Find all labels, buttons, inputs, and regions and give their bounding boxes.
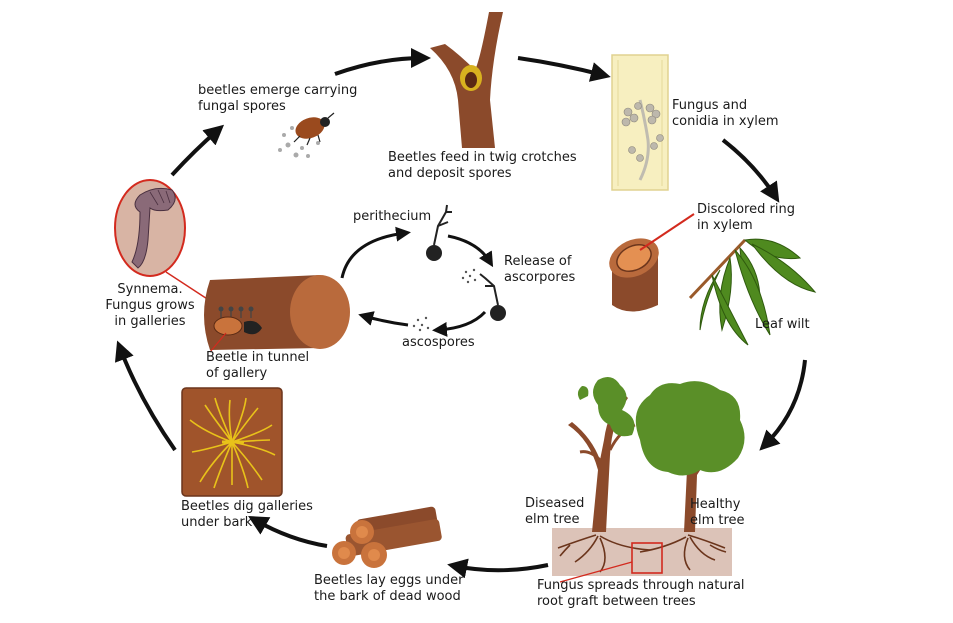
arrow-log-to-perithecium — [340, 226, 411, 279]
xylem-illustration — [611, 54, 669, 191]
label-feed-line-2: and deposit spores — [388, 166, 512, 181]
synnema-illustration — [114, 179, 219, 307]
label-spread-line-1: Fungus spreads through natural — [537, 578, 745, 593]
arrow-perithecium-to-release — [447, 234, 494, 268]
label-synnema: Synnema. Fungus grows in galleries — [96, 282, 204, 330]
bark-galleries-illustration — [181, 387, 283, 497]
label-perithecium-text: perithecium — [353, 209, 432, 224]
label-healthy-line-2: elm tree — [690, 513, 745, 528]
label-release-line-1: Release of — [504, 254, 572, 269]
label-ring-line-1: Discolored ring — [697, 202, 795, 217]
label-healthy: Healthy elm tree — [690, 497, 745, 529]
label-galleries: Beetles dig galleries under bark — [181, 499, 313, 531]
arrow-feed-to-xylem — [517, 56, 611, 82]
healthy-tree — [635, 381, 745, 532]
label-ascospores-text: ascospores — [402, 335, 475, 350]
label-synnema-line-1: Synnema. — [117, 282, 183, 297]
inner-cycle-arrows — [340, 226, 494, 337]
label-synnema-line-3: in galleries — [114, 314, 186, 329]
emerging-beetle-illustration — [278, 112, 335, 158]
label-eggs-line-2: the bark of dead wood — [314, 589, 461, 604]
label-emerge: beetles emerge carrying fungal spores — [198, 83, 357, 115]
label-eggs-line-1: Beetles lay eggs under — [314, 573, 464, 588]
label-wilt: Leaf wilt — [755, 317, 810, 333]
arrow-emerge-to-feed — [334, 48, 431, 76]
ring-pointer-line — [639, 213, 695, 251]
root-graft-highlight — [631, 542, 663, 574]
beetle-in-tunnel — [213, 316, 243, 336]
label-diseased-line-2: elm tree — [525, 512, 580, 527]
label-tunnel: Beetle in tunnel of gallery — [206, 350, 309, 382]
label-spread-line-2: root graft between trees — [537, 594, 696, 609]
label-ring: Discolored ring in xylem — [697, 202, 795, 234]
label-galleries-line-1: Beetles dig galleries — [181, 499, 313, 514]
log-with-tunnel-illustration — [204, 275, 350, 353]
label-synnema-line-2: Fungus grows — [105, 298, 195, 313]
arrow-galleries-to-synnema — [114, 340, 177, 452]
label-ascospores: ascospores — [402, 335, 475, 351]
label-release: Release of ascorpores — [504, 254, 575, 286]
label-diseased: Diseased elm tree — [525, 496, 584, 528]
label-feed: Beetles feed in twig crotches and deposi… — [388, 150, 577, 182]
label-spread: Fungus spreads through natural root graf… — [537, 578, 745, 610]
arrow-synnema-to-emerge — [170, 124, 225, 177]
label-healthy-line-1: Healthy — [690, 497, 741, 512]
label-feed-line-1: Beetles feed in twig crotches — [388, 150, 577, 165]
label-xylem: Fungus and conidia in xylem — [672, 98, 779, 130]
label-xylem-line-2: conidia in xylem — [672, 114, 779, 129]
label-tunnel-line-2: of gallery — [206, 366, 268, 381]
dead-wood-logs-illustration — [332, 506, 442, 568]
label-xylem-line-1: Fungus and — [672, 98, 748, 113]
arrow-release-to-ascospores — [432, 310, 487, 337]
arrow-xylem-to-ring — [721, 138, 780, 203]
arrow-eggs-to-galleries — [248, 516, 328, 548]
label-perithecium: perithecium — [353, 209, 431, 225]
label-eggs: Beetles lay eggs under the bark of dead … — [314, 573, 463, 605]
twig-crotch-illustration — [430, 12, 503, 148]
label-emerge-line-1: beetles emerge carrying — [198, 83, 358, 98]
tunnel-pointer-line — [209, 332, 227, 353]
label-release-line-2: ascorpores — [504, 270, 576, 285]
label-ring-line-2: in xylem — [697, 218, 753, 233]
label-emerge-line-2: fungal spores — [198, 99, 286, 114]
diseased-tree — [568, 376, 636, 532]
cycle-arrows — [114, 48, 807, 579]
discolored-ring-illustration — [609, 213, 695, 312]
arrow-wilt-to-trees — [759, 359, 807, 451]
arrow-trees-to-eggs — [447, 558, 549, 579]
leaf-wilt-illustration — [688, 238, 817, 346]
label-tunnel-line-1: Beetle in tunnel — [206, 350, 310, 365]
label-wilt-text: Leaf wilt — [755, 317, 810, 332]
label-diseased-line-1: Diseased — [525, 496, 585, 511]
elm-trees-illustration — [552, 376, 745, 583]
perithecium-illustration — [412, 204, 506, 332]
label-galleries-line-2: under bark — [181, 515, 253, 530]
arrow-ascospores-to-log — [358, 311, 409, 327]
